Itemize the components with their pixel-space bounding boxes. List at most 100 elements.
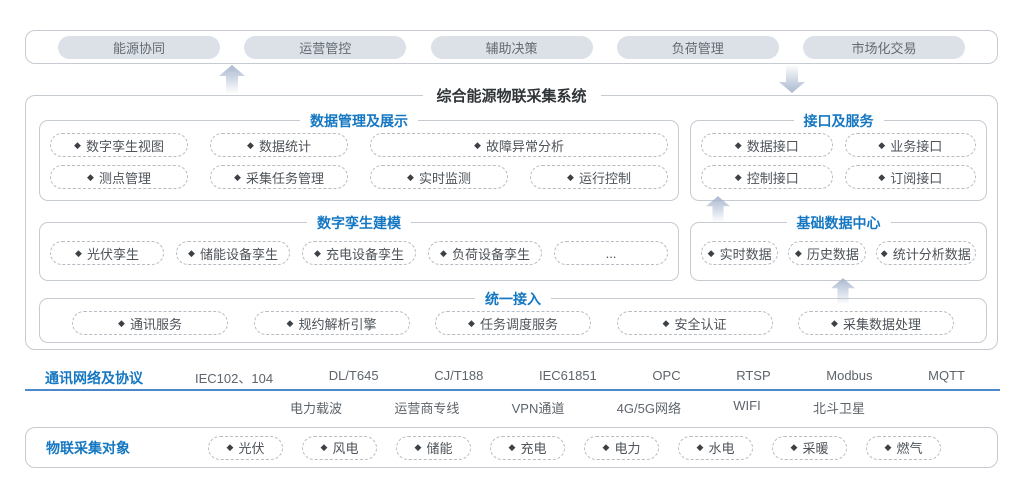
pill-label: 运行控制 — [578, 170, 631, 186]
diamond-icon: ◆ — [662, 317, 670, 328]
feature-pill: ◆ 数据接口 — [701, 133, 833, 157]
diamond-icon: ◆ — [696, 442, 704, 452]
pill-label: 充电设备孪生 — [325, 246, 404, 262]
diamond-icon: ◆ — [226, 442, 234, 452]
down-arrow-icon — [779, 65, 805, 93]
up-arrow-icon — [219, 65, 245, 93]
object-pill: ◆ 燃气 — [866, 435, 941, 460]
section-interfaces: 接口及服务 ◆ 数据接口 ◆ 业务接口 ◆ 控制接口 ◆ 订阅接口 — [690, 111, 987, 201]
feature-pill: ◆ 实时监测 — [370, 165, 508, 189]
pill-label: 历史数据 — [806, 246, 859, 262]
diamond-icon: ◆ — [734, 139, 742, 150]
pill-label: 任务调度服务 — [479, 316, 558, 332]
section-title: 接口及服务 — [793, 111, 884, 131]
pill-label: 数据接口 — [746, 138, 799, 154]
feature-pill: ◆ 数字孪生视图 — [50, 133, 188, 157]
up-arrow-icon — [831, 278, 855, 304]
pill-label: 燃气 — [896, 441, 923, 456]
pill-label: 实时数据 — [719, 246, 772, 262]
feature-pill: ◆ 统计分析数据 — [875, 241, 976, 265]
section-title: 基础数据中心 — [786, 213, 891, 233]
protocol-item: OPC — [652, 368, 681, 383]
diamond-icon: ◆ — [734, 171, 742, 182]
feature-pill: ◆ 规约解析引擎 — [253, 311, 410, 335]
channel-item: 运营商专线 — [394, 401, 460, 416]
pill-label: 统计分析数据 — [892, 246, 971, 262]
diamond-icon: ◆ — [707, 247, 715, 258]
feature-pill: ◆ 采集任务管理 — [210, 165, 348, 189]
pill-label: 实时监测 — [418, 170, 471, 186]
object-pill: ◆ 采暖 — [772, 435, 847, 460]
object-pill: ◆ 光伏 — [208, 435, 283, 460]
feature-pill: ◆ 充电设备孪生 — [302, 241, 416, 265]
diamond-icon: ◆ — [314, 247, 321, 258]
feature-pill: ◆ 数据统计 — [210, 133, 348, 157]
system-title: 综合能源物联采集系统 — [422, 85, 601, 106]
pill-label: 规约解析引擎 — [298, 316, 377, 332]
feature-pill: ◆ 实时数据 — [701, 241, 779, 265]
diamond-icon: ◆ — [247, 139, 254, 150]
app-pill: 运营管控 — [244, 35, 407, 59]
pill-label: 数据统计 — [258, 138, 311, 154]
pill-label: 数字孪生视图 — [85, 138, 164, 154]
pill-label: 采集数据处理 — [842, 316, 921, 332]
feature-pill: ◆ 运行控制 — [530, 165, 668, 189]
diamond-icon: ◆ — [74, 139, 81, 150]
protocol-row: IEC102、104 DL/T645 CJ/T188 IEC61851 OPC … — [195, 368, 965, 387]
up-arrow-icon — [706, 196, 730, 222]
feature-pill: ◆ 光伏孪生 — [50, 241, 164, 265]
diamond-icon: ◆ — [602, 442, 610, 452]
pill-label: 采暖 — [802, 441, 829, 456]
diamond-icon: ◆ — [878, 171, 886, 182]
channel-item: 北斗卫星 — [812, 401, 865, 416]
protocol-item: IEC102、104 — [195, 371, 274, 386]
pill-label: 安全认证 — [674, 316, 727, 332]
diamond-icon: ◆ — [188, 247, 195, 258]
diamond-icon: ◆ — [790, 442, 798, 452]
object-pill: ◆ 水电 — [678, 435, 753, 460]
network-protocol-label: 通讯网络及协议 — [45, 370, 143, 386]
application-layer-box: 能源协同 运营管控 辅助决策 负荷管理 市场化交易 — [25, 30, 998, 64]
diamond-icon: ◆ — [567, 171, 574, 182]
app-pill: 负荷管理 — [616, 35, 779, 59]
app-pill: 能源协同 — [58, 35, 220, 59]
feature-pill: ◆ 安全认证 — [616, 311, 773, 335]
pill-label: 故障异常分析 — [485, 138, 564, 154]
app-pill: 辅助决策 — [430, 35, 593, 59]
diamond-icon: ◆ — [407, 171, 414, 182]
pill-label: 储能 — [426, 441, 453, 456]
diamond-icon: ◆ — [878, 139, 886, 150]
feature-pill: ◆ 订阅接口 — [844, 165, 976, 189]
protocol-item: CJ/T188 — [434, 368, 484, 383]
protocol-item: MQTT — [928, 368, 965, 383]
pill-label: 业务接口 — [890, 138, 943, 154]
pill-label: 储能设备孪生 — [199, 246, 278, 262]
feature-pill: ◆ 任务调度服务 — [435, 311, 591, 335]
diamond-icon: ◆ — [75, 247, 82, 258]
feature-pill: ◆ 控制接口 — [701, 165, 833, 189]
diamond-icon: ◆ — [440, 247, 447, 258]
protocol-item: IEC61851 — [538, 368, 597, 383]
channel-item: VPN通道 — [511, 401, 565, 416]
pill-label: 充电 — [520, 441, 547, 456]
section-data-management: 数据管理及展示 ◆ 数字孪生视图 ◆ 数据统计 ◆ 故障异常分析 ◆ 测点管理 … — [39, 111, 679, 201]
protocol-item: DL/T645 — [328, 368, 379, 383]
pill-label: 光伏孪生 — [86, 246, 139, 262]
diamond-icon: ◆ — [286, 317, 294, 328]
channel-item: 电力载波 — [290, 401, 343, 416]
pill-label: 水电 — [708, 441, 735, 456]
feature-pill: ◆ 测点管理 — [50, 165, 188, 189]
feature-pill: ◆ 通讯服务 — [72, 311, 228, 335]
protocol-item: RTSP — [736, 368, 771, 383]
object-pill: ◆ 风电 — [302, 435, 377, 460]
pill-label: 订阅接口 — [890, 170, 943, 186]
object-pill: ◆ 充电 — [490, 435, 565, 460]
channel-row: 电力载波 运营商专线 VPN通道 4G/5G网络 WIFI 北斗卫星 — [290, 398, 865, 417]
divider-line — [25, 389, 1000, 391]
feature-pill: ◆ 历史数据 — [788, 241, 866, 265]
object-pill: ◆ 电力 — [584, 435, 659, 460]
section-twin-modeling: 数字孪生建模 ◆ 光伏孪生 ◆ 储能设备孪生 ◆ 充电设备孪生 ◆ 负荷设备孪生… — [39, 213, 679, 281]
pill-label: 负荷设备孪生 — [451, 246, 530, 262]
section-title: 统一接入 — [475, 289, 551, 309]
section-title: 数字孪生建模 — [307, 213, 411, 233]
